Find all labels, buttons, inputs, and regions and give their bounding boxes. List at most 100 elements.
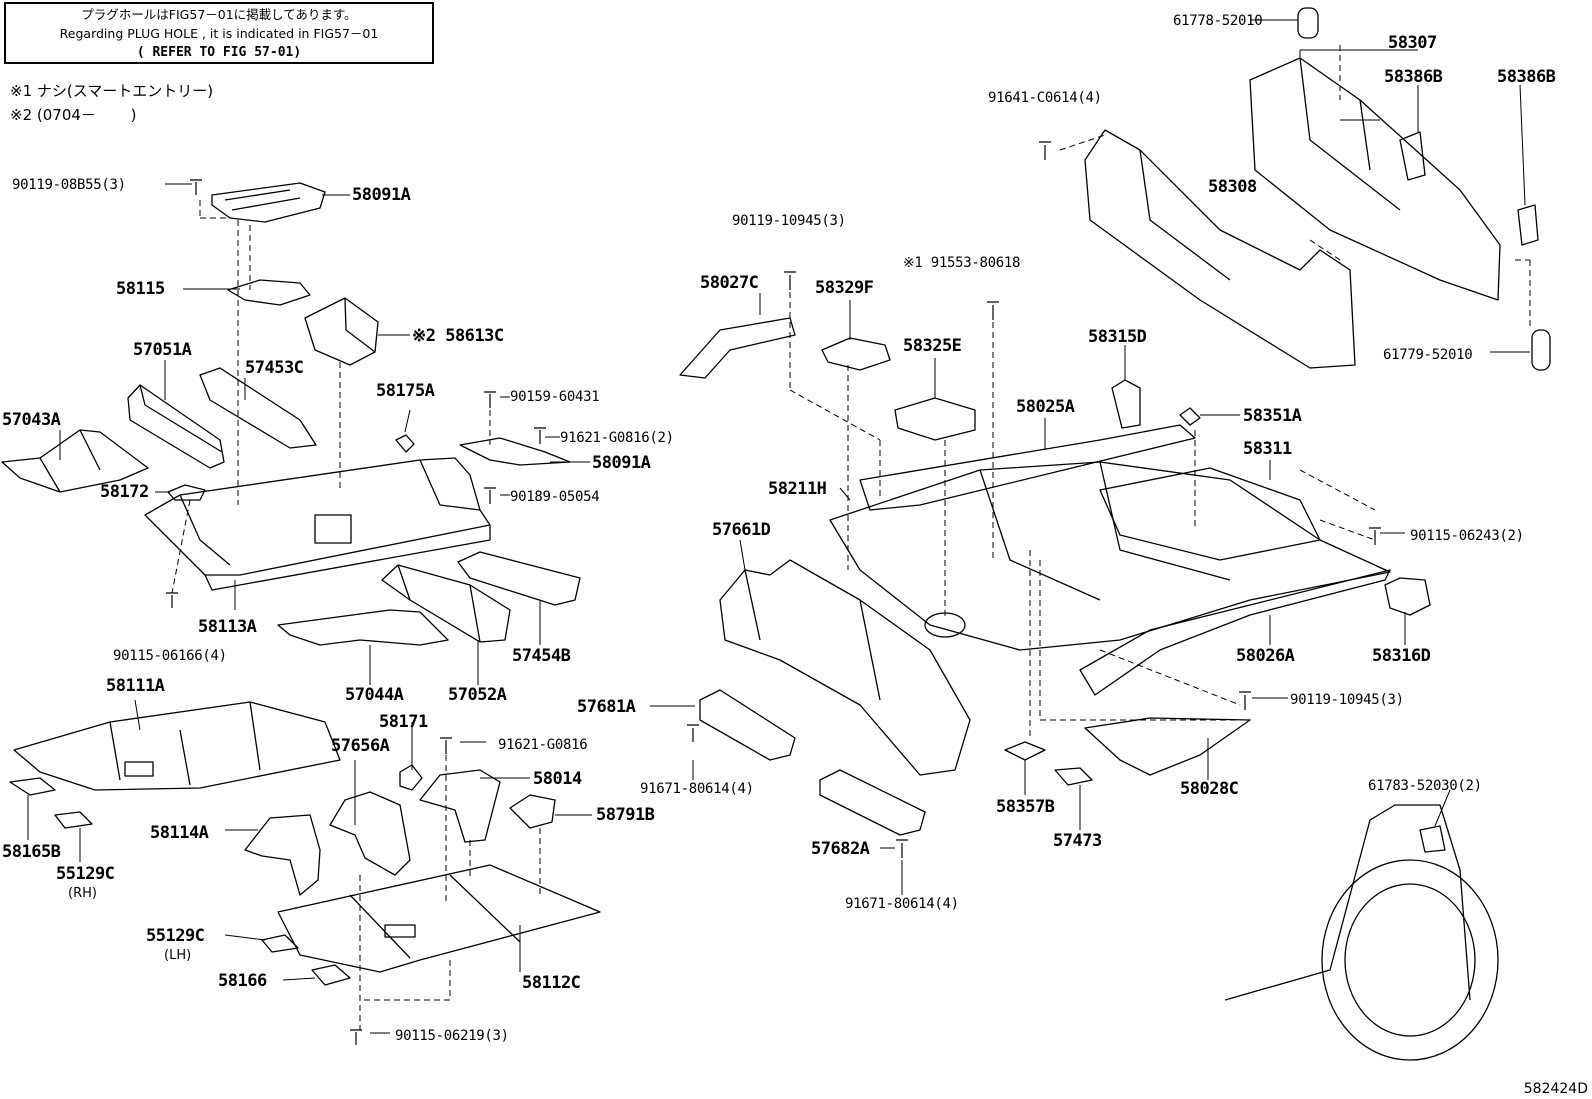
label-90159-60431: 90159-60431	[510, 389, 600, 405]
part-58111a-drawing	[13, 701, 341, 791]
label-58316d: 58316D	[1372, 646, 1431, 666]
part-58613c-drawing	[304, 297, 379, 366]
label-57043a: 57043A	[2, 410, 61, 430]
part-58115-drawing	[227, 279, 311, 306]
part-58112c-drawing	[277, 864, 601, 973]
part-58386b-b-drawing	[1517, 204, 1539, 246]
label-58311: 58311	[1243, 439, 1292, 459]
part-58014-drawing	[419, 769, 501, 843]
label-58027c: 58027C	[700, 273, 759, 293]
label-57453c: 57453C	[245, 358, 304, 378]
part-58026a-drawing	[1079, 569, 1391, 696]
vehicle-wheel-sketch	[1224, 804, 1499, 1061]
label-57661d: 57661D	[712, 520, 771, 540]
label-90115-06243: 90115-06243(2)	[1410, 528, 1524, 544]
part-58325e-drawing	[894, 397, 976, 441]
label-91671-80614-a: 91671-80614(4)	[640, 781, 754, 797]
note-line-japanese: プラグホールはFIG57－01に掲載してあります。	[81, 7, 357, 22]
part-58091a-mid-drawing	[459, 437, 571, 466]
label-rh: (RH)	[68, 886, 97, 901]
label-58307: 58307	[1388, 33, 1437, 53]
label-57682a: 57682A	[811, 839, 870, 859]
part-58316d-drawing	[1384, 577, 1431, 616]
part-58025a-drawing	[859, 424, 1196, 511]
label-90115-06166: 90115-06166(4)	[113, 648, 227, 664]
label-57044a: 57044A	[345, 685, 404, 705]
part-58027c-drawing	[679, 317, 796, 379]
label-58351a: 58351A	[1243, 406, 1302, 426]
label-91621-g0816-2: 91621-G0816(2)	[560, 430, 674, 446]
label-58613c: ※2 58613C	[412, 326, 504, 346]
part-57656a-drawing	[329, 791, 411, 876]
part-58211h-drawing	[829, 461, 1391, 651]
part-58386b-a-drawing	[1399, 131, 1426, 181]
part-58351a-drawing	[1179, 407, 1201, 426]
part-57473-drawing	[1054, 767, 1093, 786]
label-58308: 58308	[1208, 177, 1257, 197]
part-57453c-drawing	[199, 367, 317, 449]
label-55129c-lh: 55129C	[146, 926, 205, 946]
label-58114a: 58114A	[150, 823, 209, 843]
label-58166: 58166	[218, 971, 267, 991]
part-58114a-drawing	[244, 814, 321, 896]
label-58175a: 58175A	[376, 381, 435, 401]
label-58172: 58172	[100, 482, 149, 502]
label-58386b-b: 58386B	[1497, 67, 1556, 87]
label-91553-80618: ※1 91553-80618	[903, 255, 1021, 271]
label-58026a: 58026A	[1236, 646, 1295, 666]
reference-note-box: プラグホールはFIG57－01に掲載してあります。 Regarding PLUG…	[4, 2, 434, 64]
figure-id: 582424D	[1523, 1081, 1588, 1097]
part-58091a-top-drawing	[211, 182, 326, 223]
part-57454b-drawing	[457, 551, 581, 606]
part-57681a-drawing	[699, 689, 796, 761]
label-57681a: 57681A	[577, 697, 636, 717]
part-58113a-drawing	[144, 457, 491, 591]
label-58329f: 58329F	[815, 278, 874, 298]
dashed-alignment-lines	[171, 45, 1531, 1030]
part-58307-drawing	[1249, 57, 1501, 301]
label-58791b: 58791B	[596, 805, 655, 825]
part-61778-52010-drawing	[1297, 7, 1319, 39]
part-58311-drawing	[1099, 467, 1321, 561]
label-58091a-top: 58091A	[352, 185, 411, 205]
label-90189-05054: 90189-05054	[510, 489, 600, 505]
part-58165b-drawing	[9, 777, 56, 796]
label-61783-52030: 61783-52030(2)	[1368, 778, 1482, 794]
part-57052a-drawing	[381, 564, 511, 643]
label-58115: 58115	[116, 279, 165, 299]
label-90119-08b55: 90119-08B55(3)	[12, 177, 126, 193]
label-58111a: 58111A	[106, 676, 165, 696]
label-58113a: 58113A	[198, 617, 257, 637]
label-58386b-a: 58386B	[1384, 67, 1443, 87]
label-90115-06219: 90115-06219(3)	[395, 1028, 509, 1044]
label-58165b: 58165B	[2, 842, 61, 862]
label-90119-10945-top: 90119-10945(3)	[732, 213, 846, 229]
label-57656a: 57656A	[331, 736, 390, 756]
label-lh: (LH)	[164, 948, 192, 963]
remark-2: ※2 (0704－ )	[10, 106, 137, 124]
label-91621-g0816: 91621-G0816	[498, 737, 588, 753]
label-58171: 58171	[379, 712, 428, 732]
remark-1: ※1 ナシ(スマートエントリー)	[10, 82, 214, 100]
part-55129c-rh-drawing	[54, 811, 93, 829]
label-58091a-mid: 58091A	[592, 453, 651, 473]
label-58315d: 58315D	[1088, 327, 1147, 347]
part-58791b-drawing	[509, 794, 556, 829]
label-58112c: 58112C	[522, 973, 581, 993]
part-58175a-drawing	[395, 434, 415, 453]
part-58329f-drawing	[821, 337, 891, 371]
label-58357b: 58357B	[996, 797, 1055, 817]
note-line-english: Regarding PLUG HOLE , it is indicated in…	[59, 26, 379, 41]
label-61779-52010: 61779-52010	[1383, 347, 1473, 363]
part-57051a-drawing	[127, 384, 225, 469]
label-90119-10945-bot: 90119-10945(3)	[1290, 692, 1404, 708]
label-91671-80614-b: 91671-80614(4)	[845, 896, 959, 912]
part-55129c-lh-drawing	[261, 934, 299, 953]
label-57051a: 57051A	[133, 340, 192, 360]
label-58211h: 58211H	[768, 479, 827, 499]
label-55129c-rh: 55129C	[56, 864, 115, 884]
label-57454b: 57454B	[512, 646, 571, 666]
label-58028c: 58028C	[1180, 779, 1239, 799]
note-line-refer: ( REFER TO FIG 57-01)	[136, 45, 302, 60]
